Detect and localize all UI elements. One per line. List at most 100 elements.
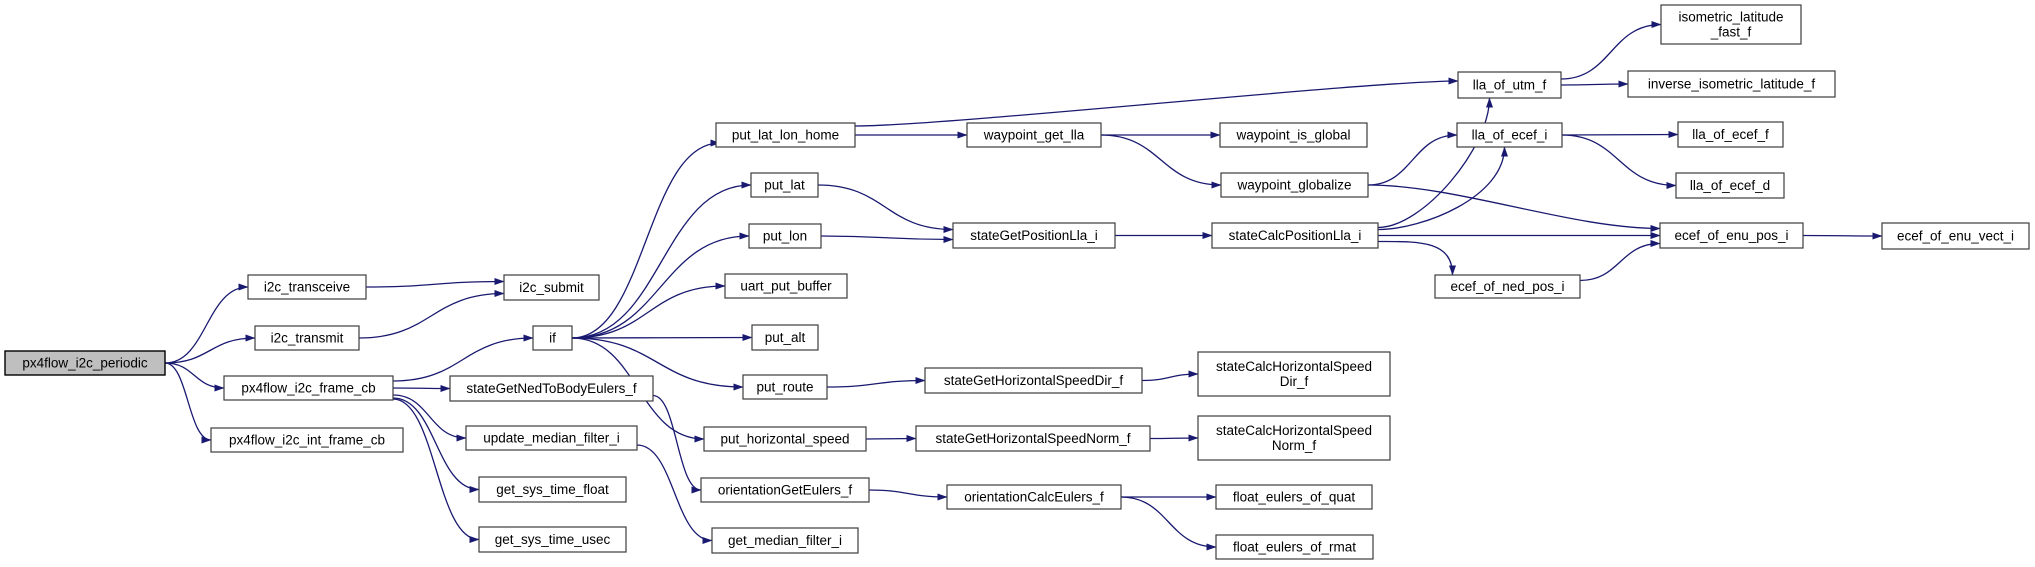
node-box-stateCalcPositionLla_i[interactable] — [1211, 222, 1379, 249]
node-lla_of_ecef_i[interactable]: lla_of_ecef_i — [1456, 122, 1563, 148]
node-box-get_median_filter_i[interactable] — [711, 527, 859, 554]
node-i2c_transmit[interactable]: i2c_transmit — [254, 325, 360, 351]
node-update_median_filter_i[interactable]: update_median_filter_i — [465, 425, 638, 451]
edge-put_lat_lon_home-to-lla_of_utm_f — [854, 77, 1459, 127]
node-label-i2c_transmit: i2c_transmit — [271, 331, 344, 346]
node-box-put_lon[interactable] — [748, 223, 822, 249]
node-box-lla_of_ecef_i[interactable] — [1456, 122, 1563, 148]
node-box-stateGetNedToBodyEulers_f[interactable] — [449, 375, 654, 402]
node-if[interactable]: if — [532, 325, 573, 351]
node-box-put_lat_lon_home[interactable] — [715, 122, 856, 148]
node-px4flow_i2c_int_frame_cb[interactable]: px4flow_i2c_int_frame_cb — [210, 427, 404, 453]
edge-waypoint_globalize-to-ecef_of_enu_pos_i — [1367, 184, 1661, 232]
node-label-px4flow_i2c_frame_cb: px4flow_i2c_frame_cb — [241, 381, 375, 396]
node-waypoint_get_lla[interactable]: waypoint_get_lla — [966, 122, 1102, 148]
node-box-orientationGetEulers_f[interactable] — [700, 477, 870, 503]
node-label-put_horizontal_speed: put_horizontal_speed — [720, 432, 849, 447]
node-box-get_sys_time_usec[interactable] — [478, 526, 627, 553]
node-box-i2c_submit[interactable] — [503, 274, 600, 301]
node-ecef_of_enu_vect_i[interactable]: ecef_of_enu_vect_i — [1881, 222, 2030, 250]
node-box-stateCalcHorizontalSpeedDir_f[interactable] — [1197, 351, 1391, 397]
node-box-stateGetPositionLla_i[interactable] — [952, 222, 1116, 249]
node-box-update_median_filter_i[interactable] — [465, 425, 638, 451]
edge-orientationGetEulers_f-to-orientationCalcEulers_f — [868, 489, 948, 501]
node-box-lla_of_ecef_d[interactable] — [1675, 172, 1785, 199]
node-i2c_submit[interactable]: i2c_submit — [503, 274, 600, 301]
node-float_eulers_of_rmat[interactable]: float_eulers_of_rmat — [1215, 534, 1374, 560]
node-put_lat[interactable]: put_lat — [750, 172, 819, 198]
edge-px4flow_i2c_frame_cb-to-get_sys_time_float — [392, 397, 480, 493]
node-stateGetHorizontalSpeedDir_f[interactable]: stateGetHorizontalSpeedDir_f — [924, 367, 1143, 394]
node-get_median_filter_i[interactable]: get_median_filter_i — [711, 527, 859, 554]
node-box-waypoint_globalize[interactable] — [1220, 172, 1369, 198]
node-px4flow_i2c_frame_cb[interactable]: px4flow_i2c_frame_cb — [223, 375, 394, 401]
node-ecef_of_enu_pos_i[interactable]: ecef_of_enu_pos_i — [1659, 222, 1804, 249]
node-put_lat_lon_home[interactable]: put_lat_lon_home — [715, 122, 856, 148]
node-box-lla_of_ecef_f[interactable] — [1677, 121, 1784, 148]
node-box-i2c_transceive[interactable] — [247, 274, 367, 300]
node-label-get_sys_time_float: get_sys_time_float — [496, 482, 609, 497]
node-box-ecef_of_enu_vect_i[interactable] — [1881, 222, 2030, 250]
node-stateGetHorizontalSpeedNorm_f[interactable]: stateGetHorizontalSpeedNorm_f — [915, 425, 1151, 452]
node-label-waypoint_get_lla: waypoint_get_lla — [983, 128, 1085, 143]
node-box-float_eulers_of_quat[interactable] — [1215, 484, 1373, 510]
edge-px4flow_i2c_periodic-to-i2c_transceive — [164, 283, 249, 364]
node-float_eulers_of_quat[interactable]: float_eulers_of_quat — [1215, 484, 1373, 510]
node-box-i2c_transmit[interactable] — [254, 325, 360, 351]
node-ecef_of_ned_pos_i[interactable]: ecef_of_ned_pos_i — [1434, 274, 1581, 299]
node-box-put_horizontal_speed[interactable] — [703, 426, 867, 452]
node-put_route[interactable]: put_route — [742, 374, 828, 400]
node-waypoint_is_global[interactable]: waypoint_is_global — [1219, 122, 1368, 148]
edge-lla_of_ecef_i-to-lla_of_ecef_d — [1561, 134, 1677, 189]
node-box-if[interactable] — [532, 325, 573, 351]
node-box-put_alt[interactable] — [751, 324, 819, 351]
node-get_sys_time_float[interactable]: get_sys_time_float — [478, 476, 627, 503]
node-box-stateGetHorizontalSpeedDir_f[interactable] — [924, 367, 1143, 394]
edge-lla_of_utm_f-to-inverse_isometric_latitude_f — [1560, 80, 1629, 88]
node-box-px4flow_i2c_frame_cb[interactable] — [223, 375, 394, 401]
node-box-stateGetHorizontalSpeedNorm_f[interactable] — [915, 425, 1151, 452]
node-box-waypoint_get_lla[interactable] — [966, 122, 1102, 148]
node-orientationGetEulers_f[interactable]: orientationGetEulers_f — [700, 477, 870, 503]
node-stateGetPositionLla_i[interactable]: stateGetPositionLla_i — [952, 222, 1116, 249]
node-label-orientationGetEulers_f: orientationGetEulers_f — [718, 483, 853, 498]
node-stateCalcPositionLla_i[interactable]: stateCalcPositionLla_i — [1211, 222, 1379, 249]
node-box-px4flow_i2c_int_frame_cb[interactable] — [210, 427, 404, 453]
node-i2c_transceive[interactable]: i2c_transceive — [247, 274, 367, 300]
node-put_lon[interactable]: put_lon — [748, 223, 822, 249]
node-box-float_eulers_of_rmat[interactable] — [1215, 534, 1374, 560]
node-box-stateCalcHorizontalSpeedNorm_f[interactable] — [1197, 415, 1391, 461]
node-box-ecef_of_enu_pos_i[interactable] — [1659, 222, 1804, 249]
nodes-layer: px4flow_i2c_periodic i2c_transceive i2c_tr… — [4, 4, 2030, 560]
node-get_sys_time_usec[interactable]: get_sys_time_usec — [478, 526, 627, 553]
node-box-put_lat[interactable] — [750, 172, 819, 198]
node-isometric_latitude_fast_f[interactable]: isometric_latitude_fast_f — [1660, 4, 1802, 45]
node-lla_of_ecef_f[interactable]: lla_of_ecef_f — [1677, 121, 1784, 148]
node-lla_of_ecef_d[interactable]: lla_of_ecef_d — [1675, 172, 1785, 199]
node-box-waypoint_is_global[interactable] — [1219, 122, 1368, 148]
node-orientationCalcEulers_f[interactable]: orientationCalcEulers_f — [946, 484, 1122, 510]
node-label-put_lat: put_lat — [764, 178, 805, 193]
edge-lla_of_utm_f-to-isometric_latitude_fast_f — [1560, 21, 1662, 80]
edge-if-to-put_route — [571, 337, 744, 391]
node-box-uart_put_buffer[interactable] — [724, 273, 848, 299]
node-box-inverse_isometric_latitude_f[interactable] — [1627, 70, 1836, 98]
node-box-put_route[interactable] — [742, 374, 828, 400]
node-lla_of_utm_f[interactable]: lla_of_utm_f — [1457, 71, 1562, 99]
node-box-orientationCalcEulers_f[interactable] — [946, 484, 1122, 510]
node-box-get_sys_time_float[interactable] — [478, 476, 627, 503]
node-box-isometric_latitude_fast_f[interactable] — [1660, 4, 1802, 45]
node-stateGetNedToBodyEulers_f[interactable]: stateGetNedToBodyEulers_f — [449, 375, 654, 402]
node-box-lla_of_utm_f[interactable] — [1457, 71, 1562, 99]
node-put_alt[interactable]: put_alt — [751, 324, 819, 351]
node-put_horizontal_speed[interactable]: put_horizontal_speed — [703, 426, 867, 452]
node-waypoint_globalize[interactable]: waypoint_globalize — [1220, 172, 1369, 198]
node-px4flow_i2c_periodic: px4flow_i2c_periodic — [4, 350, 166, 376]
node-uart_put_buffer[interactable]: uart_put_buffer — [724, 273, 848, 299]
node-box-ecef_of_ned_pos_i[interactable] — [1434, 274, 1581, 299]
node-inverse_isometric_latitude_f[interactable]: inverse_isometric_latitude_f — [1627, 70, 1836, 98]
